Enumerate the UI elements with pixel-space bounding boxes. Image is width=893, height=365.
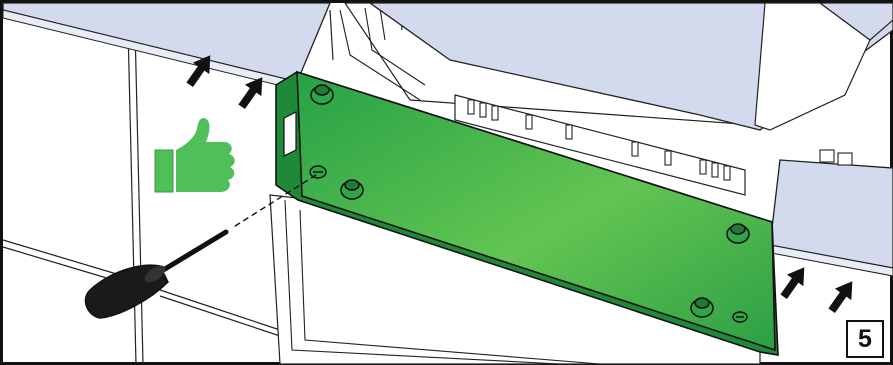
panel-slot <box>284 112 296 156</box>
step-number-badge: 5 <box>846 320 884 358</box>
